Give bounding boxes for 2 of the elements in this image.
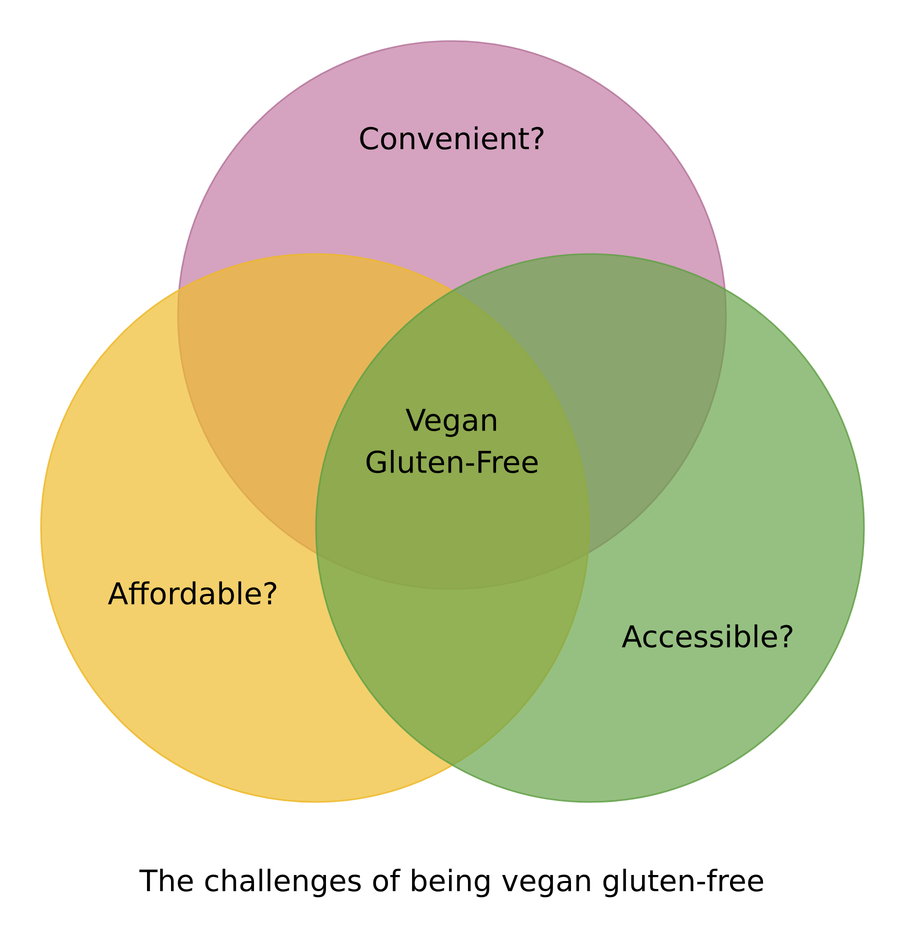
caption: The challenges of being vegan gluten-free [139,868,764,898]
intersection-label: Vegan Gluten-Free [366,408,538,474]
